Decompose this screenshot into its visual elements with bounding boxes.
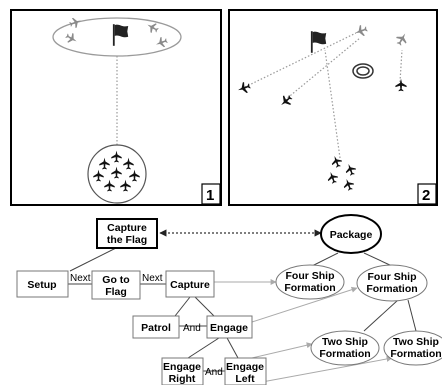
next-connector: Next [142,273,163,284]
node-line: Two Ship [393,336,439,348]
panel-1-label: 1 [206,187,214,204]
edge [363,299,399,332]
node-line: Capture [170,279,210,291]
setup-node: Setup [16,270,69,298]
node-line: Package [330,229,373,241]
association-arrows [214,279,393,383]
edge [69,245,121,272]
capture-node: Capture [165,270,215,298]
panel-2-label: 2 [422,187,430,204]
node-line: Four Ship [368,271,417,283]
node-line: Right [169,373,196,385]
engage-left-node: Engage Left [224,357,267,385]
scenario-panel-1: 1 [10,9,222,206]
target-rings-icon [352,63,374,79]
and-connector: And [183,323,201,334]
node-line: the Flag [107,234,147,246]
panel-2-frame [228,9,438,206]
node-line: Formation [319,348,370,360]
edge [363,252,393,267]
node-line: Engage [163,361,201,373]
engage-node: Engage [206,315,253,339]
node-line: Left [235,373,255,385]
edge [311,252,339,267]
flight-paths [244,32,403,159]
node-line: Go to [102,274,129,286]
node-line: Engage [210,322,248,334]
node-line: Patrol [141,322,171,334]
formation-circle [87,144,147,204]
scenario-panel-2: 2 [228,9,438,206]
edge [174,296,191,317]
association-arrow [251,286,358,323]
panel-1-label-box [201,183,221,205]
flag-zone-ellipse [52,17,182,57]
edge [225,335,239,359]
association-arrow [261,356,393,383]
node-line: Two Ship [322,336,368,348]
node-line: Capture [107,222,147,234]
node-line: Engage [226,361,264,373]
node-line: Formation [390,348,441,360]
patrol-node: Patrol [132,315,180,339]
behavior-tree: Capture the Flag Setup Next Go to Flag N… [16,218,267,385]
two-ship-formation-node: Two Ship Formation [383,330,442,366]
flight-path [284,37,361,101]
go-to-flag-node: Go to Flag [91,270,141,300]
edge [407,299,417,332]
node-line: Flag [105,286,127,298]
flight-path [244,32,357,88]
association-arrow [251,342,313,359]
node-line: Four Ship [286,270,335,282]
capture-the-flag-node: Capture the Flag [96,218,158,249]
next-connector: Next [70,273,91,284]
node-line: Setup [27,279,56,291]
panel-2-label-box [417,183,437,205]
team-tree: Package Four Ship Formation Four Ship Fo… [275,214,442,366]
package-node: Package [320,214,382,254]
and-connector: And [205,367,223,378]
edge [194,296,215,317]
node-line: Formation [284,282,335,294]
node-line: Formation [366,283,417,295]
two-ship-formation-node: Two Ship Formation [310,330,380,366]
four-ship-formation-node: Four Ship Formation [275,264,345,300]
tree-connections [68,245,417,372]
flight-path [324,49,341,159]
four-ship-formation-node: Four Ship Formation [356,264,428,302]
edge [187,335,223,359]
engage-right-node: Engage Right [161,357,204,385]
